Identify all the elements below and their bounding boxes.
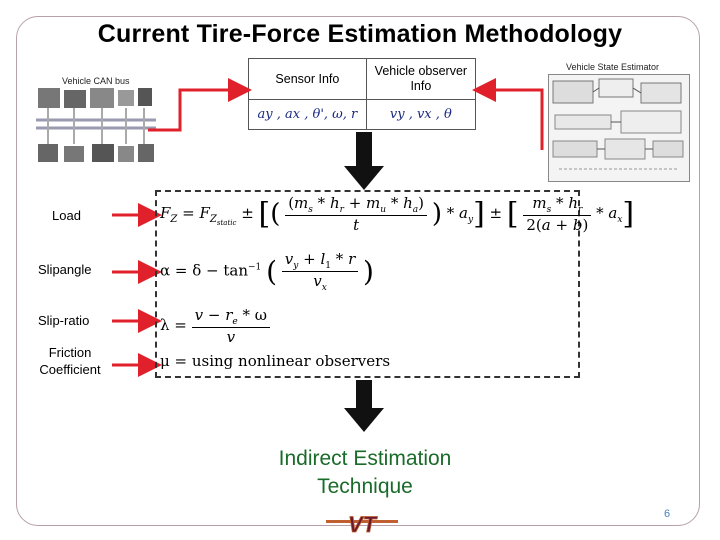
slip-ratio-label: Slip-ratio	[38, 313, 90, 328]
observer-info-header-line2: Info	[410, 79, 432, 93]
ecu-module-9	[118, 146, 134, 162]
estimator-to-observer-arrow	[472, 78, 544, 150]
estimator-label: Vehicle State Estimator	[566, 62, 660, 72]
friction-label-line2: Coefficient	[39, 362, 101, 377]
estimator-sketch	[552, 78, 684, 170]
ecu-module-3	[90, 88, 114, 108]
vt-logo: VT	[326, 512, 398, 536]
ecu-module-6	[38, 144, 58, 162]
load-equation: FZ = FZstatic ± [( (ms * hr + mu * ha)t …	[160, 194, 635, 234]
can-bus-label: Vehicle CAN bus	[62, 76, 130, 86]
ecu-module-7	[64, 146, 84, 162]
friction-label-line1: Friction	[48, 345, 92, 360]
result-line1: Indirect Estimation	[278, 447, 452, 470]
result-line2: Technique	[317, 475, 413, 498]
observer-info-values: vy , vx , θ	[365, 99, 477, 130]
result-down-arrow-head	[344, 408, 384, 432]
slide-title: Current Tire-Force Estimation Methodolog…	[97, 20, 623, 48]
can-to-sensor-arrow	[148, 78, 252, 132]
page-number: 6	[664, 508, 671, 520]
observer-info-header-line1: Vehicle observer	[374, 64, 468, 78]
info-table: Sensor Info Vehicle observer Info ay , a…	[248, 58, 477, 130]
table-down-arrow-shaft	[356, 132, 372, 168]
friction-label: Friction Coefficient	[30, 344, 110, 378]
estimator-diagram	[548, 74, 690, 182]
can-bus-diagram	[36, 88, 156, 162]
sensor-info-header: Sensor Info	[248, 58, 367, 100]
sensor-values-text: ay , ax , θ', ω, r	[257, 107, 358, 122]
sensor-info-header-text: Sensor Info	[275, 71, 340, 86]
table-down-arrow-head	[344, 166, 384, 190]
friction-equation-text: = using nonlinear observers	[174, 352, 391, 370]
slide-frame	[16, 16, 700, 526]
ecu-module-1	[38, 88, 60, 108]
observer-values-text: vy , vx , θ	[389, 107, 452, 122]
ecu-module-4	[118, 90, 134, 106]
ecu-module-8	[92, 144, 114, 162]
vt-logo-text: VT	[348, 512, 378, 536]
friction-equation: μ = using nonlinear observers	[160, 352, 391, 370]
equations-box	[155, 190, 580, 378]
load-label: Load	[52, 208, 81, 223]
slipangle-label: Slipangle	[38, 262, 92, 277]
ecu-module-10	[138, 144, 154, 162]
result-text: Indirect Estimation Technique	[230, 445, 500, 501]
sensor-info-values: ay , ax , θ', ω, r	[248, 99, 367, 130]
result-down-arrow-shaft	[356, 380, 372, 410]
ecu-module-2	[64, 90, 86, 108]
ecu-module-5	[138, 88, 152, 106]
observer-info-header: Vehicle observer Info	[365, 58, 477, 100]
